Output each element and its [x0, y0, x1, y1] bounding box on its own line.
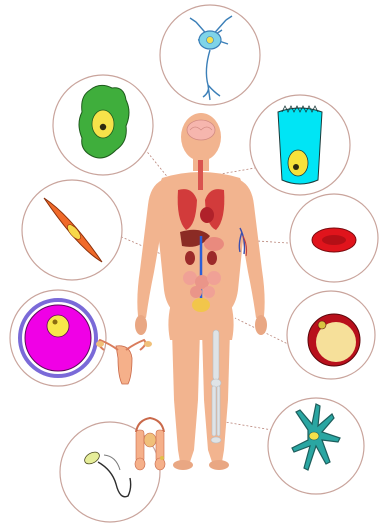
stomach: [204, 237, 224, 251]
egg-cell: [10, 290, 106, 386]
bone-cell: [268, 398, 364, 494]
human-body: [135, 113, 267, 470]
right-hand: [135, 315, 147, 335]
plant-like-cell: [53, 75, 153, 175]
red-blood-cell-icon: [312, 228, 356, 252]
left-kidney: [207, 251, 217, 265]
trachea: [198, 160, 203, 190]
right-foot: [173, 460, 193, 470]
epithelial-cell: [250, 95, 350, 195]
muscle-cell: [22, 180, 122, 280]
neuron-cell: [160, 5, 260, 105]
left-hand: [255, 315, 267, 335]
ovum-icon: [20, 300, 96, 376]
adipocyte-icon: [308, 314, 360, 366]
left-foot: [209, 460, 229, 470]
right-kidney: [185, 251, 195, 265]
bladder: [192, 298, 210, 312]
red-blood-cell: [290, 194, 378, 282]
connector-bone: [225, 422, 272, 430]
columnar-cell-icon: [278, 106, 322, 184]
fat-cell: [287, 291, 375, 379]
heart: [200, 207, 214, 223]
right-leg: [172, 330, 200, 462]
